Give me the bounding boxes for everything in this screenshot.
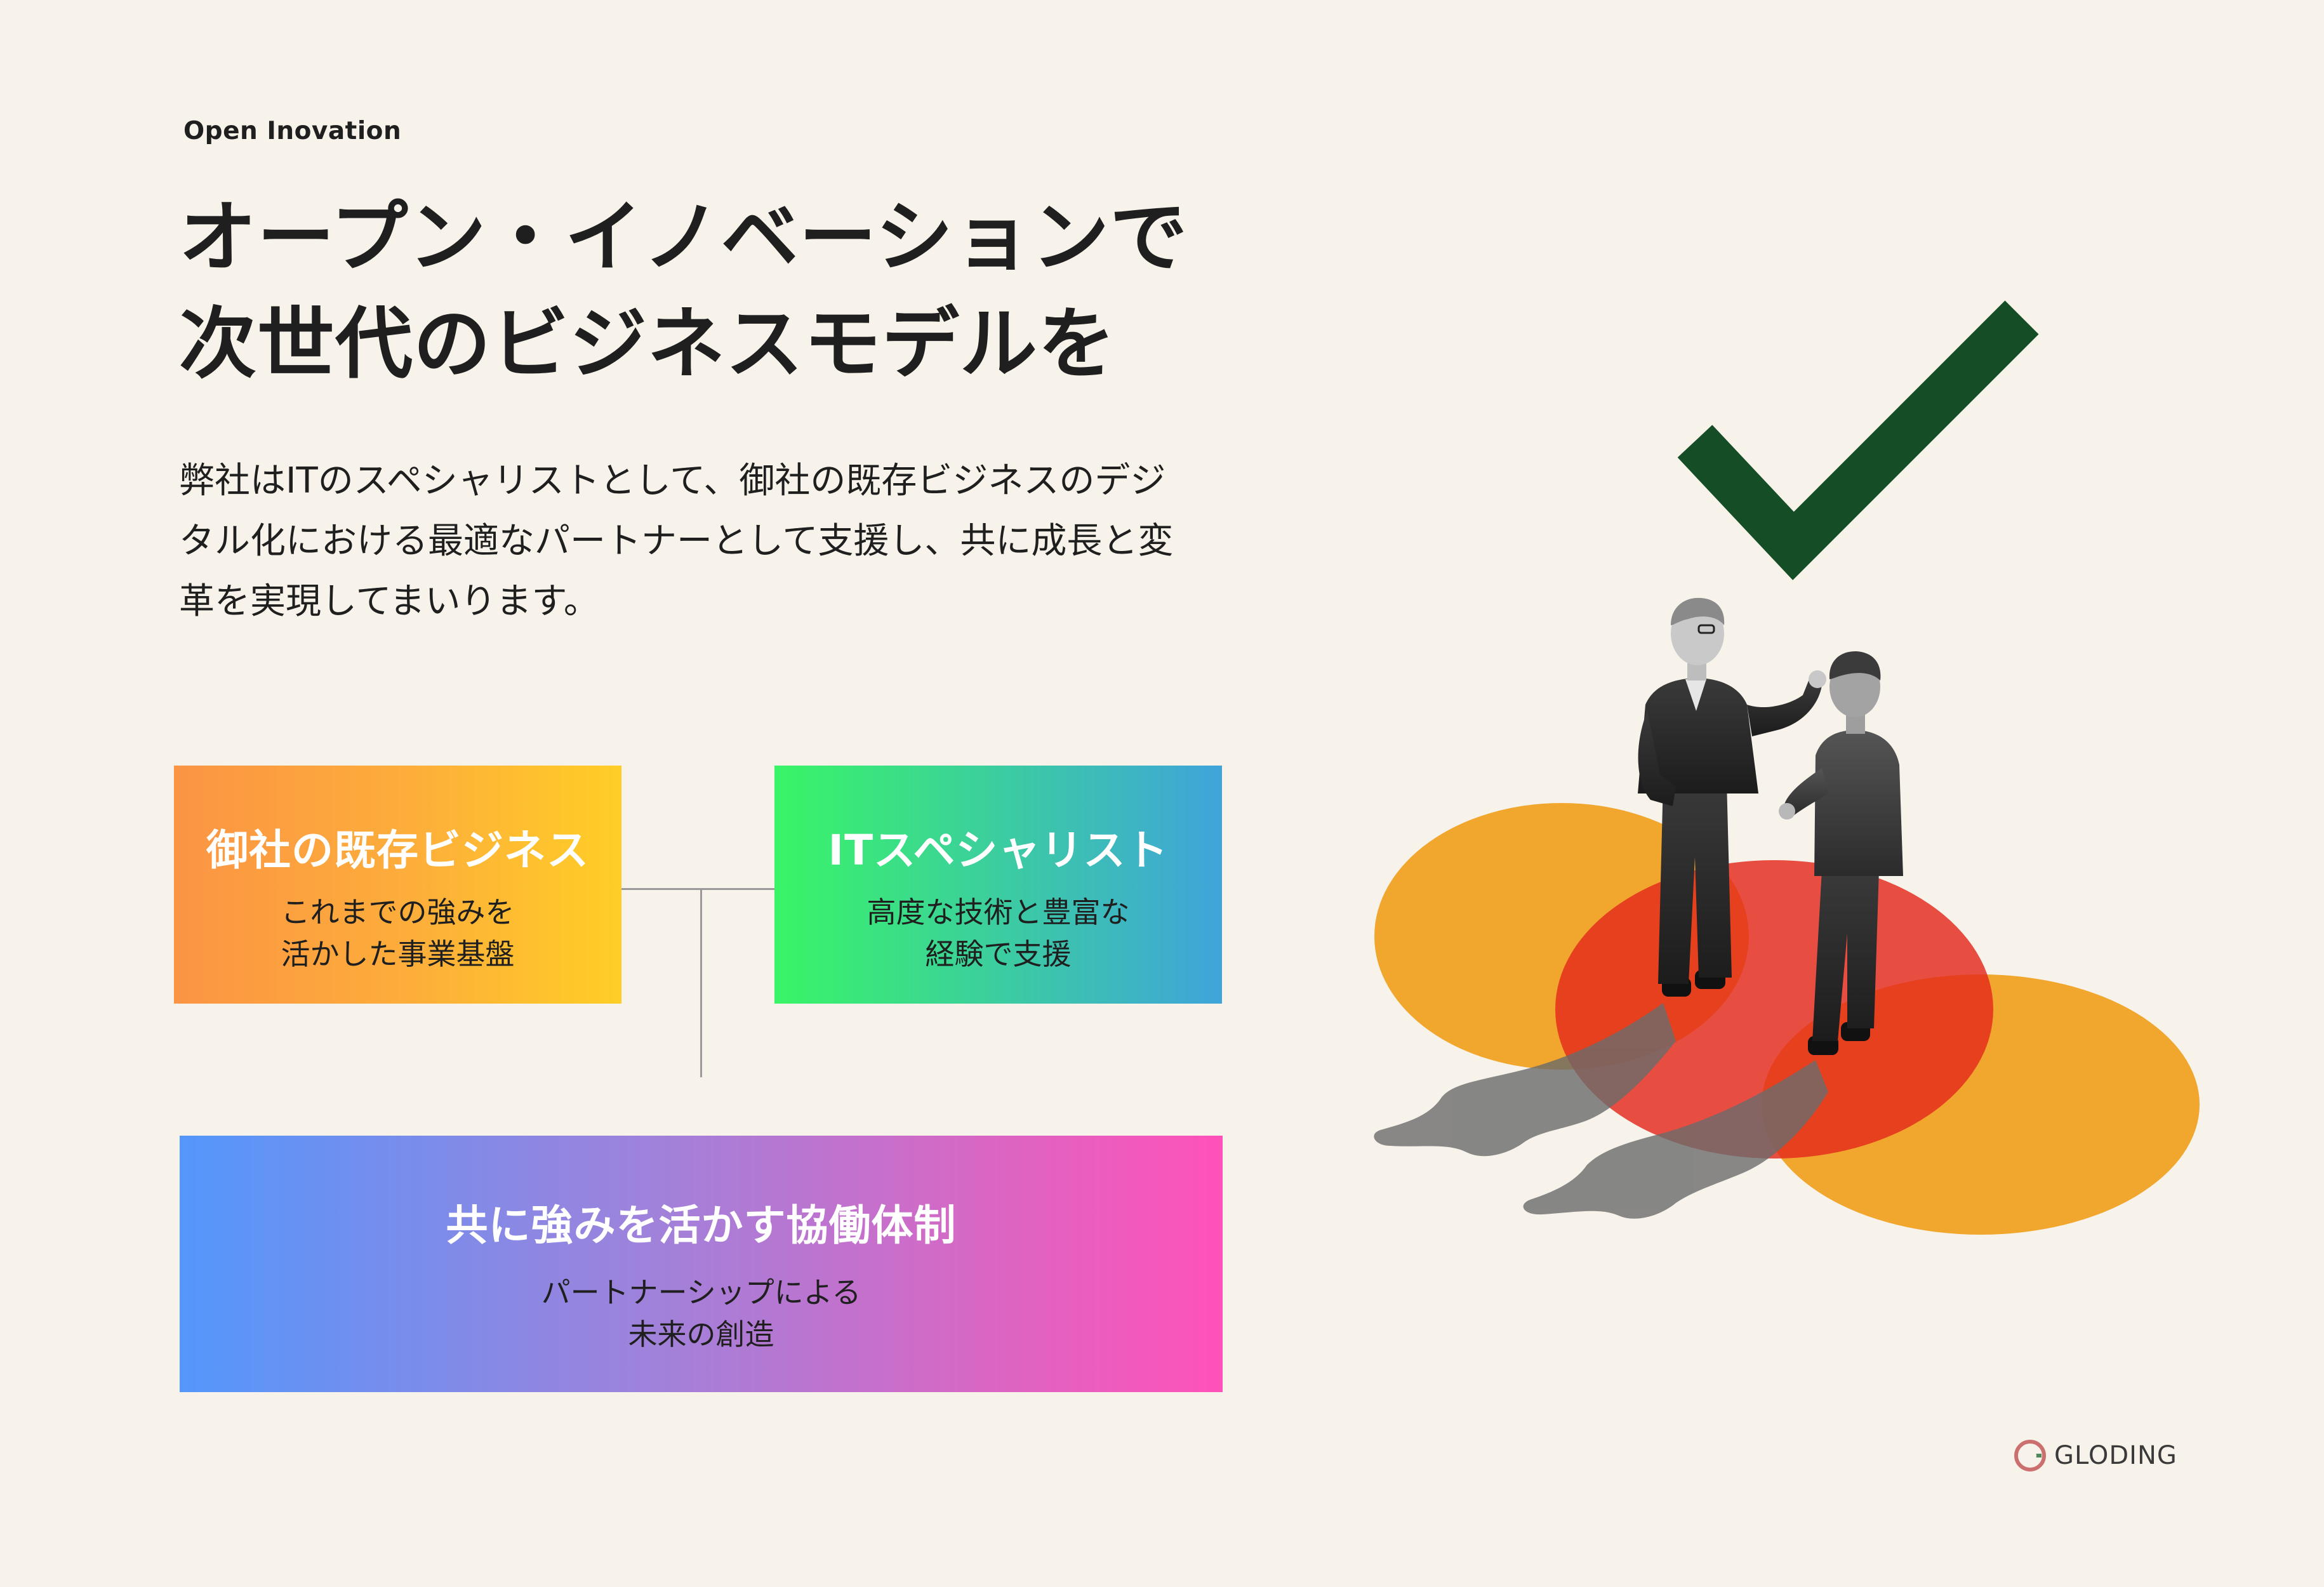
- businessman-left: [1638, 597, 1826, 997]
- it-specialist-title: ITスペシャリスト: [828, 826, 1169, 875]
- joint-collaboration-title: 共に強みを活かす協働体制: [446, 1201, 957, 1250]
- g-logo-icon: [2014, 1440, 2046, 1471]
- lead-paragraph: 弊社はITのスペシャリストとして、御社の既存ビジネスのデジ タル化における最適な…: [179, 451, 1271, 632]
- businessman-right: [1779, 651, 1903, 1055]
- joint-collaboration-desc-line-1: パートナーシップによる: [541, 1275, 861, 1310]
- existing-business-desc-line-2: 活かした事業基盤: [281, 937, 515, 971]
- figure-shadows: [1374, 1003, 1828, 1219]
- joint-collaboration-desc-line-2: 未来の創造: [628, 1317, 774, 1351]
- page-title-line-1: オープン・イノベーションで: [179, 192, 1188, 282]
- connector-horizontal: [621, 888, 774, 890]
- eyebrow-label: Open Inovation: [183, 117, 402, 145]
- lead-line-1: 弊社はITのスペシャリストとして、御社の既存ビジネスのデジ: [179, 460, 1166, 501]
- connector-vertical: [700, 888, 702, 1077]
- partnership-illustration: [1374, 300, 2200, 1235]
- it-specialist-box: ITスペシャリスト 高度な技術と豊富な 経験で支援: [774, 766, 1222, 1004]
- venn-circles: [1374, 803, 2200, 1235]
- it-specialist-desc-line-2: 経験で支援: [925, 937, 1072, 971]
- existing-business-box: 御社の既存ビジネス これまでの強みを 活かした事業基盤: [174, 766, 621, 1004]
- brand-name: GLODING: [2054, 1441, 2177, 1470]
- page-title: オープン・イノベーションで 次世代のビジネスモデルを: [179, 184, 1188, 397]
- checkmark-icon: [1677, 300, 2039, 580]
- lead-line-2: タル化における最適なパートナーとして支援し、共に成長と変: [179, 521, 1174, 562]
- existing-business-description: これまでの強みを 活かした事業基盤: [174, 891, 621, 975]
- it-specialist-desc-line-1: 高度な技術と豊富な: [867, 895, 1130, 929]
- joint-collaboration-description: パートナーシップによる 未来の創造: [180, 1272, 1223, 1355]
- existing-business-title: 御社の既存ビジネス: [206, 826, 589, 875]
- joint-collaboration-box: 共に強みを活かす協働体制 パートナーシップによる 未来の創造: [180, 1136, 1223, 1392]
- page-title-line-2: 次世代のビジネスモデルを: [179, 299, 1116, 389]
- brand-logo: GLODING: [2014, 1438, 2177, 1473]
- lead-line-3: 革を実現してまいります。: [179, 581, 599, 622]
- existing-business-desc-line-1: これまでの強みを: [281, 895, 515, 929]
- it-specialist-description: 高度な技術と豊富な 経験で支援: [774, 891, 1222, 975]
